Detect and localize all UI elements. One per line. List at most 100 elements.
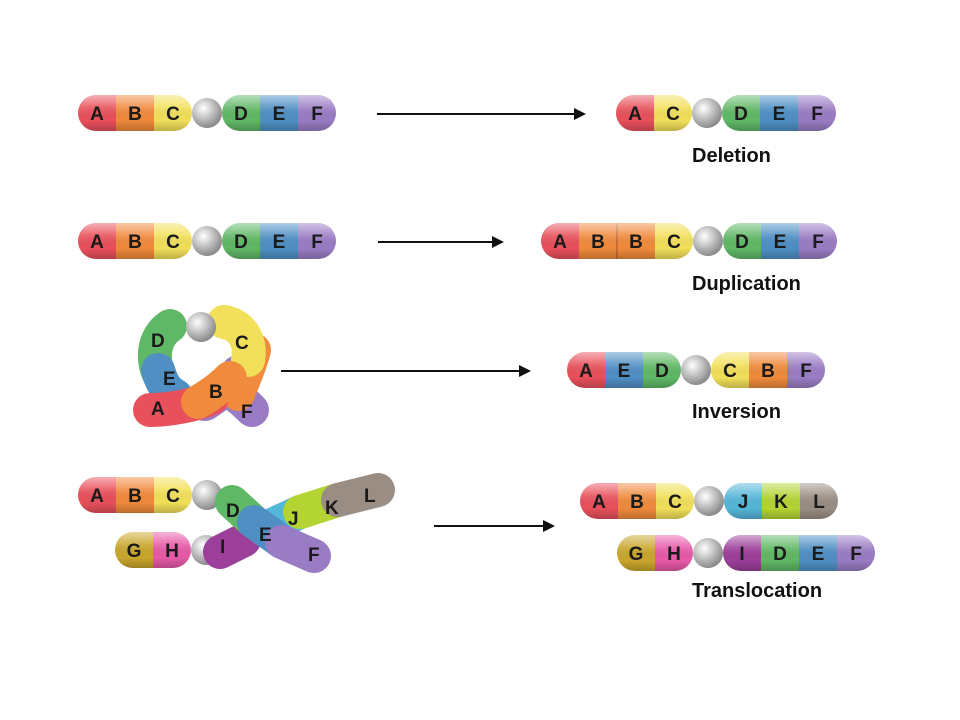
chromosome-arm	[78, 95, 192, 131]
chromosome-arm	[567, 352, 681, 388]
svg-text:E: E	[163, 369, 176, 390]
chromosome-arm	[724, 483, 838, 519]
svg-text:B: B	[209, 382, 223, 403]
gene-label: L	[813, 492, 825, 513]
svg-text:D: D	[151, 331, 165, 352]
duplication-caption: Duplication	[692, 273, 801, 295]
gene-label: E	[773, 104, 786, 125]
deletion-caption: Deletion	[692, 145, 771, 167]
gene-label: A	[90, 486, 104, 507]
chromosome-arm	[616, 95, 692, 131]
chromosome-arm	[580, 483, 694, 519]
chromosome-arm	[222, 223, 336, 259]
gene-label: C	[166, 486, 180, 507]
gene-label: H	[165, 541, 179, 562]
gene-label: G	[629, 544, 644, 565]
gene-label: D	[735, 232, 749, 253]
gene-label: K	[774, 492, 788, 513]
gene-label: A	[90, 104, 104, 125]
gene-label: C	[166, 104, 180, 125]
translocation-caption: Translocation	[692, 580, 822, 602]
centromere	[692, 98, 722, 128]
gene-label: F	[311, 104, 323, 125]
gene-label: B	[128, 104, 142, 125]
gene-label: E	[812, 544, 825, 565]
chromosome-arm	[78, 223, 192, 259]
chromosome-arm	[711, 352, 825, 388]
centromere	[693, 538, 723, 568]
gene-label: I	[739, 544, 744, 565]
gene-label: B	[591, 232, 605, 253]
gene-label: E	[618, 361, 631, 382]
svg-text:A: A	[151, 399, 165, 420]
chromosome-arm	[617, 535, 693, 571]
gene-label: D	[655, 361, 669, 382]
gene-label: F	[811, 104, 823, 125]
svg-text:F: F	[241, 402, 253, 423]
centromere	[693, 226, 723, 256]
chromosome-arm	[723, 535, 875, 571]
svg-text:J: J	[288, 509, 299, 530]
gene-label: D	[234, 104, 248, 125]
centromere	[681, 355, 711, 385]
svg-text:D: D	[226, 501, 240, 522]
duplication-row: A B C D E F A B B C D E F Duplication	[78, 223, 837, 295]
gene-label: E	[774, 232, 787, 253]
centromere	[192, 98, 222, 128]
deletion-before-chromosome: A B C D E F	[78, 95, 336, 131]
inversion-caption: Inversion	[692, 401, 781, 423]
gene-label: B	[128, 486, 142, 507]
gene-label: G	[127, 541, 142, 562]
gene-label: E	[273, 104, 286, 125]
gene-label: F	[812, 232, 824, 253]
deletion-row: A B C D E F A C D E F Deletion	[78, 95, 836, 167]
gene-label: E	[273, 232, 286, 253]
centromere	[192, 480, 222, 510]
duplication-before-chromosome: A B C D E F	[78, 223, 336, 259]
gene-label: B	[761, 361, 775, 382]
gene-label: B	[128, 232, 142, 253]
chromosome-arm	[78, 477, 192, 513]
gene-label: F	[850, 544, 862, 565]
chromosome-arm	[723, 223, 837, 259]
svg-text:L: L	[364, 486, 376, 507]
chromosome-arm	[541, 223, 693, 259]
svg-text:I: I	[220, 537, 225, 558]
gene-label: A	[579, 361, 593, 382]
gene-label: B	[630, 492, 644, 513]
gene-label: A	[90, 232, 104, 253]
gene-label: A	[628, 104, 642, 125]
gene-label: D	[734, 104, 748, 125]
gene-label: C	[668, 492, 682, 513]
gene-label: A	[592, 492, 606, 513]
gene-label: C	[667, 232, 681, 253]
gene-label: D	[234, 232, 248, 253]
gene-label: C	[666, 104, 680, 125]
gene-label: H	[667, 544, 681, 565]
centromere	[694, 486, 724, 516]
gene-label: D	[773, 544, 787, 565]
gene-label: C	[166, 232, 180, 253]
gene-label: F	[800, 361, 812, 382]
chromosome-arm	[115, 532, 191, 568]
gene-label: F	[311, 232, 323, 253]
svg-text:K: K	[325, 498, 339, 519]
gene-label: C	[723, 361, 737, 382]
inversion-loop-chromosome: D C E B A F	[133, 305, 271, 427]
chromosome-arm	[222, 95, 336, 131]
gene-label: B	[629, 232, 643, 253]
chromosome-arm	[722, 95, 836, 131]
centromere	[192, 226, 222, 256]
gene-label: A	[553, 232, 567, 253]
gene-label: J	[738, 492, 749, 513]
svg-text:F: F	[308, 545, 320, 566]
